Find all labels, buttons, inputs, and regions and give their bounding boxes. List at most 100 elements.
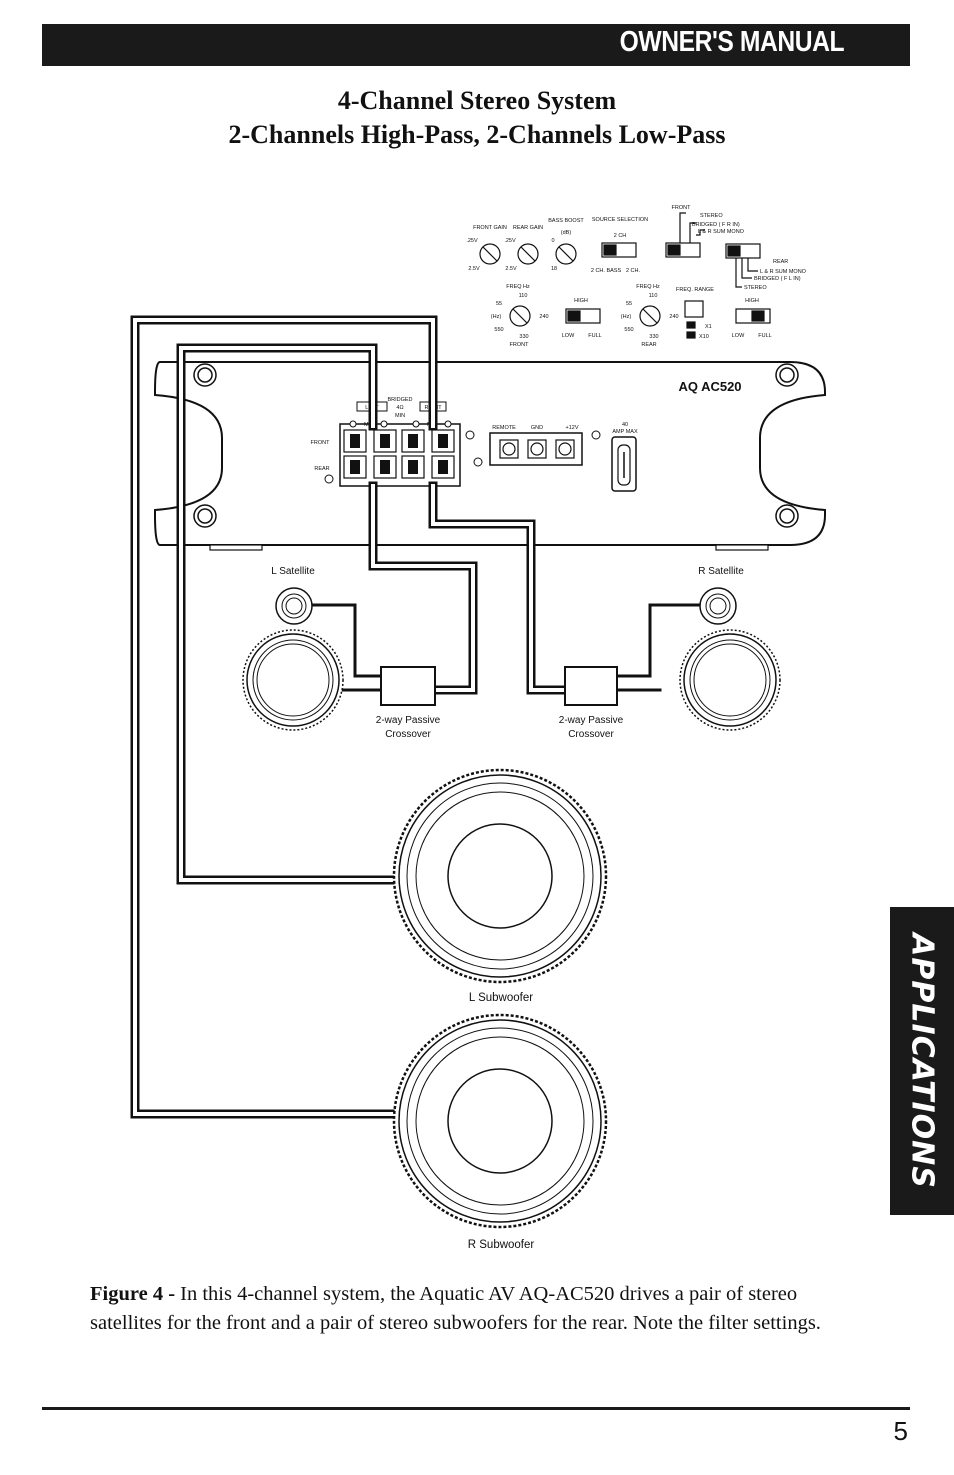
rear-filter-switch bbox=[735, 308, 771, 324]
rear-filter-high: HIGH bbox=[745, 298, 759, 304]
rear-freq-550: 550 bbox=[624, 327, 633, 333]
terminal-bridged-min: MIN bbox=[395, 413, 405, 419]
front-filter-full: FULL bbox=[588, 333, 601, 339]
front-freq-330: 330 bbox=[519, 334, 528, 340]
power-terminal-label: +12V bbox=[566, 425, 579, 431]
r-satellite-label: R Satellite bbox=[698, 566, 744, 577]
front-mode-title: FRONT bbox=[672, 205, 692, 211]
front-freq-110: 110 bbox=[519, 293, 528, 299]
right-crossover-label-1: 2-way Passive bbox=[559, 715, 624, 726]
l-subwoofer-label: L Subwoofer bbox=[469, 992, 533, 1004]
rear-freq-knob bbox=[639, 305, 661, 327]
control-panel bbox=[479, 212, 771, 339]
bass-boost-max: 18 bbox=[551, 266, 557, 272]
terminal-bridged-label: BRIDGED bbox=[387, 397, 412, 403]
front-gain-knob bbox=[479, 243, 501, 265]
source-selection-label: SOURCE SELECTION bbox=[592, 217, 648, 223]
rear-terminal-label: REAR bbox=[314, 466, 329, 472]
bass-boost-unit: (dB) bbox=[561, 230, 572, 236]
footer-rule bbox=[42, 1407, 910, 1410]
r-subwoofer bbox=[392, 1013, 608, 1229]
terminal-bridged-ohm: 4Ω bbox=[396, 405, 403, 411]
source-selection-switch bbox=[601, 242, 637, 258]
header-bar: OWNER'S MANUAL bbox=[42, 24, 910, 66]
right-crossover-label-2: Crossover bbox=[568, 729, 614, 740]
left-crossover bbox=[380, 666, 436, 706]
manual-title: OWNER'S MANUAL bbox=[619, 26, 845, 58]
speaker-labels: L Satellite R Satellite 2-way Passive Cr… bbox=[271, 566, 744, 1251]
rear-freq-330: 330 bbox=[649, 334, 658, 340]
bass-boost-knob bbox=[555, 243, 577, 265]
front-hz-unit: (Hz) bbox=[491, 314, 502, 320]
source-2ch-b-label: 2 CH. bbox=[626, 268, 641, 274]
freq-range-x10: X10 bbox=[699, 334, 709, 340]
l-subwoofer bbox=[392, 768, 608, 984]
front-gain-max: 2.5V bbox=[468, 266, 480, 272]
rear-freq-rear-label: REAR bbox=[641, 342, 656, 348]
rear-hz-unit: (Hz) bbox=[621, 314, 632, 320]
front-filter-low: LOW bbox=[562, 333, 575, 339]
rear-mode-switch bbox=[725, 243, 761, 259]
section-tab-label: APPLICATIONS bbox=[904, 933, 940, 1189]
bass-boost-label: BASS BOOST bbox=[548, 218, 584, 224]
front-freq-label: FREQ Hz bbox=[506, 284, 530, 290]
rear-mode-stereo: STEREO bbox=[744, 285, 767, 291]
front-filter-high: HIGH bbox=[574, 298, 588, 304]
front-freq-550: 550 bbox=[494, 327, 503, 333]
figure-caption-lead: Figure 4 - bbox=[90, 1283, 176, 1305]
page-number: 5 bbox=[893, 1416, 908, 1446]
freq-range-switch bbox=[684, 300, 704, 318]
front-gain-label: FRONT GAIN bbox=[473, 225, 507, 231]
front-terminal-label: FRONT bbox=[311, 440, 331, 446]
rear-freq-110: 110 bbox=[649, 293, 658, 299]
front-mode-switch bbox=[665, 242, 701, 258]
crossovers bbox=[380, 666, 618, 706]
rear-filter-low: LOW bbox=[732, 333, 745, 339]
bass-boost-min: 0 bbox=[551, 238, 554, 244]
rear-gain-label: REAR GAIN bbox=[513, 225, 543, 231]
figure-caption: Figure 4 - In this 4-channel system, the… bbox=[90, 1280, 870, 1338]
r-satellite bbox=[679, 587, 781, 731]
remote-terminal-label: REMOTE bbox=[492, 425, 516, 431]
page-heading-line-1: 4-Channel Stereo System bbox=[337, 86, 617, 115]
front-freq-knob bbox=[509, 305, 531, 327]
rear-mode-title: REAR bbox=[773, 259, 788, 265]
fuse-rating-label: 40 bbox=[622, 422, 628, 428]
r-subwoofer-label: R Subwoofer bbox=[468, 1239, 535, 1251]
rear-filter-full: FULL bbox=[758, 333, 771, 339]
fuse-amp-label: AMP MAX bbox=[612, 429, 638, 435]
rear-freq-55: 55 bbox=[626, 301, 632, 307]
r-tweeter-wire bbox=[613, 603, 700, 678]
source-2ch-bass-label: 2 CH. BASS bbox=[591, 268, 622, 274]
front-filter-switch bbox=[565, 308, 601, 324]
front-freq-240: 240 bbox=[539, 314, 548, 320]
section-tab: APPLICATIONS bbox=[890, 907, 954, 1215]
page-heading-line-2: 2-Channels High-Pass, 2-Channels Low-Pas… bbox=[228, 120, 726, 149]
rear-gain-max: 2.5V bbox=[505, 266, 517, 272]
speaker-wires bbox=[130, 315, 700, 1119]
control-panel-labels: FRONT GAIN REAR GAIN BASS BOOST (dB) .25… bbox=[466, 205, 806, 348]
l-satellite bbox=[242, 587, 344, 731]
figure-caption-text: In this 4-channel system, the Aquatic AV… bbox=[90, 1283, 821, 1334]
rear-mode-bridged: BRIDGED ( F L IN) bbox=[754, 276, 801, 282]
rear-gain-min: .25V bbox=[504, 238, 516, 244]
source-2ch-label: 2 CH bbox=[614, 233, 627, 239]
front-mode-bridged: BRIDGED ( F R IN) bbox=[692, 222, 740, 228]
front-mode-stereo: STEREO bbox=[700, 213, 723, 219]
rear-gain-knob bbox=[517, 243, 539, 265]
mounting-screws bbox=[193, 363, 799, 528]
front-mode-sum: L & R SUM MONO bbox=[698, 229, 745, 235]
right-crossover bbox=[564, 666, 618, 706]
rear-mode-sum: L & R SUM MONO bbox=[760, 269, 807, 275]
gnd-terminal-label: GND bbox=[531, 425, 543, 431]
left-crossover-label-1: 2-way Passive bbox=[376, 715, 441, 726]
left-crossover-label-2: Crossover bbox=[385, 729, 431, 740]
freq-range-label-1: FREQ. RANGE bbox=[676, 287, 714, 293]
front-freq-55: 55 bbox=[496, 301, 502, 307]
amplifier: AQ AC520 LEFT RIGHT BRIDGED 4Ω bbox=[154, 361, 826, 551]
rear-freq-240: 240 bbox=[669, 314, 678, 320]
amplifier-model: AQ AC520 bbox=[678, 379, 741, 394]
freq-range-x1: X1 bbox=[705, 324, 712, 330]
l-satellite-label: L Satellite bbox=[271, 566, 315, 577]
